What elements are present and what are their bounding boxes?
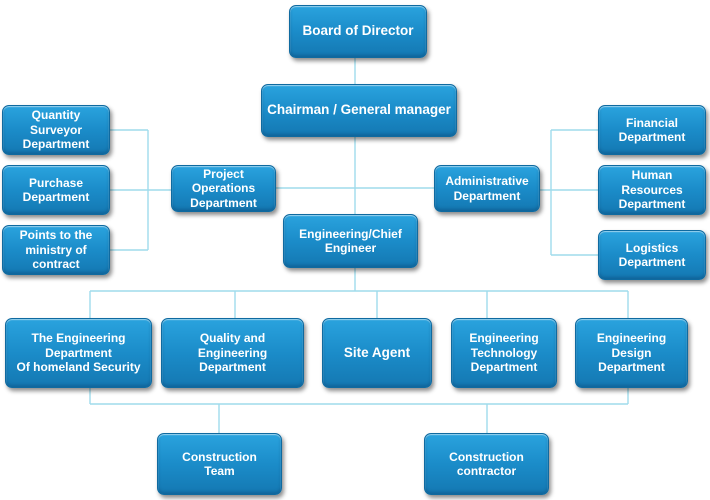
construction-contractor-box: Construction contractor [424, 433, 549, 495]
purchase-box: Purchase Department [2, 165, 110, 215]
engineering-chief-box: Engineering/Chief Engineer [283, 214, 418, 268]
site-agent-box: Site Agent [322, 318, 432, 388]
financial-box: Financial Department [598, 105, 706, 155]
project-operations-box: Project Operations Department [171, 165, 276, 212]
chairman-box: Chairman / General manager [261, 84, 457, 137]
construction-team-box: Construction Team [157, 433, 282, 495]
logistics-box: Logistics Department [598, 230, 706, 280]
human-resources-box: Human Resources Department [598, 165, 706, 215]
engineering-technology-box: Engineering Technology Department [451, 318, 557, 388]
quantity-surveyor-box: Quantity Surveyor Department [2, 105, 110, 155]
engineering-design-box: Engineering Design Department [575, 318, 688, 388]
administrative-box: Administrative Department [434, 165, 540, 212]
quality-engineering-box: Quality and Engineering Department [161, 318, 304, 388]
points-ministry-box: Points to the ministry of contract [2, 225, 110, 275]
homeland-security-box: The Engineering Department Of homeland S… [5, 318, 152, 388]
board-of-director-box: Board of Director [289, 5, 427, 58]
